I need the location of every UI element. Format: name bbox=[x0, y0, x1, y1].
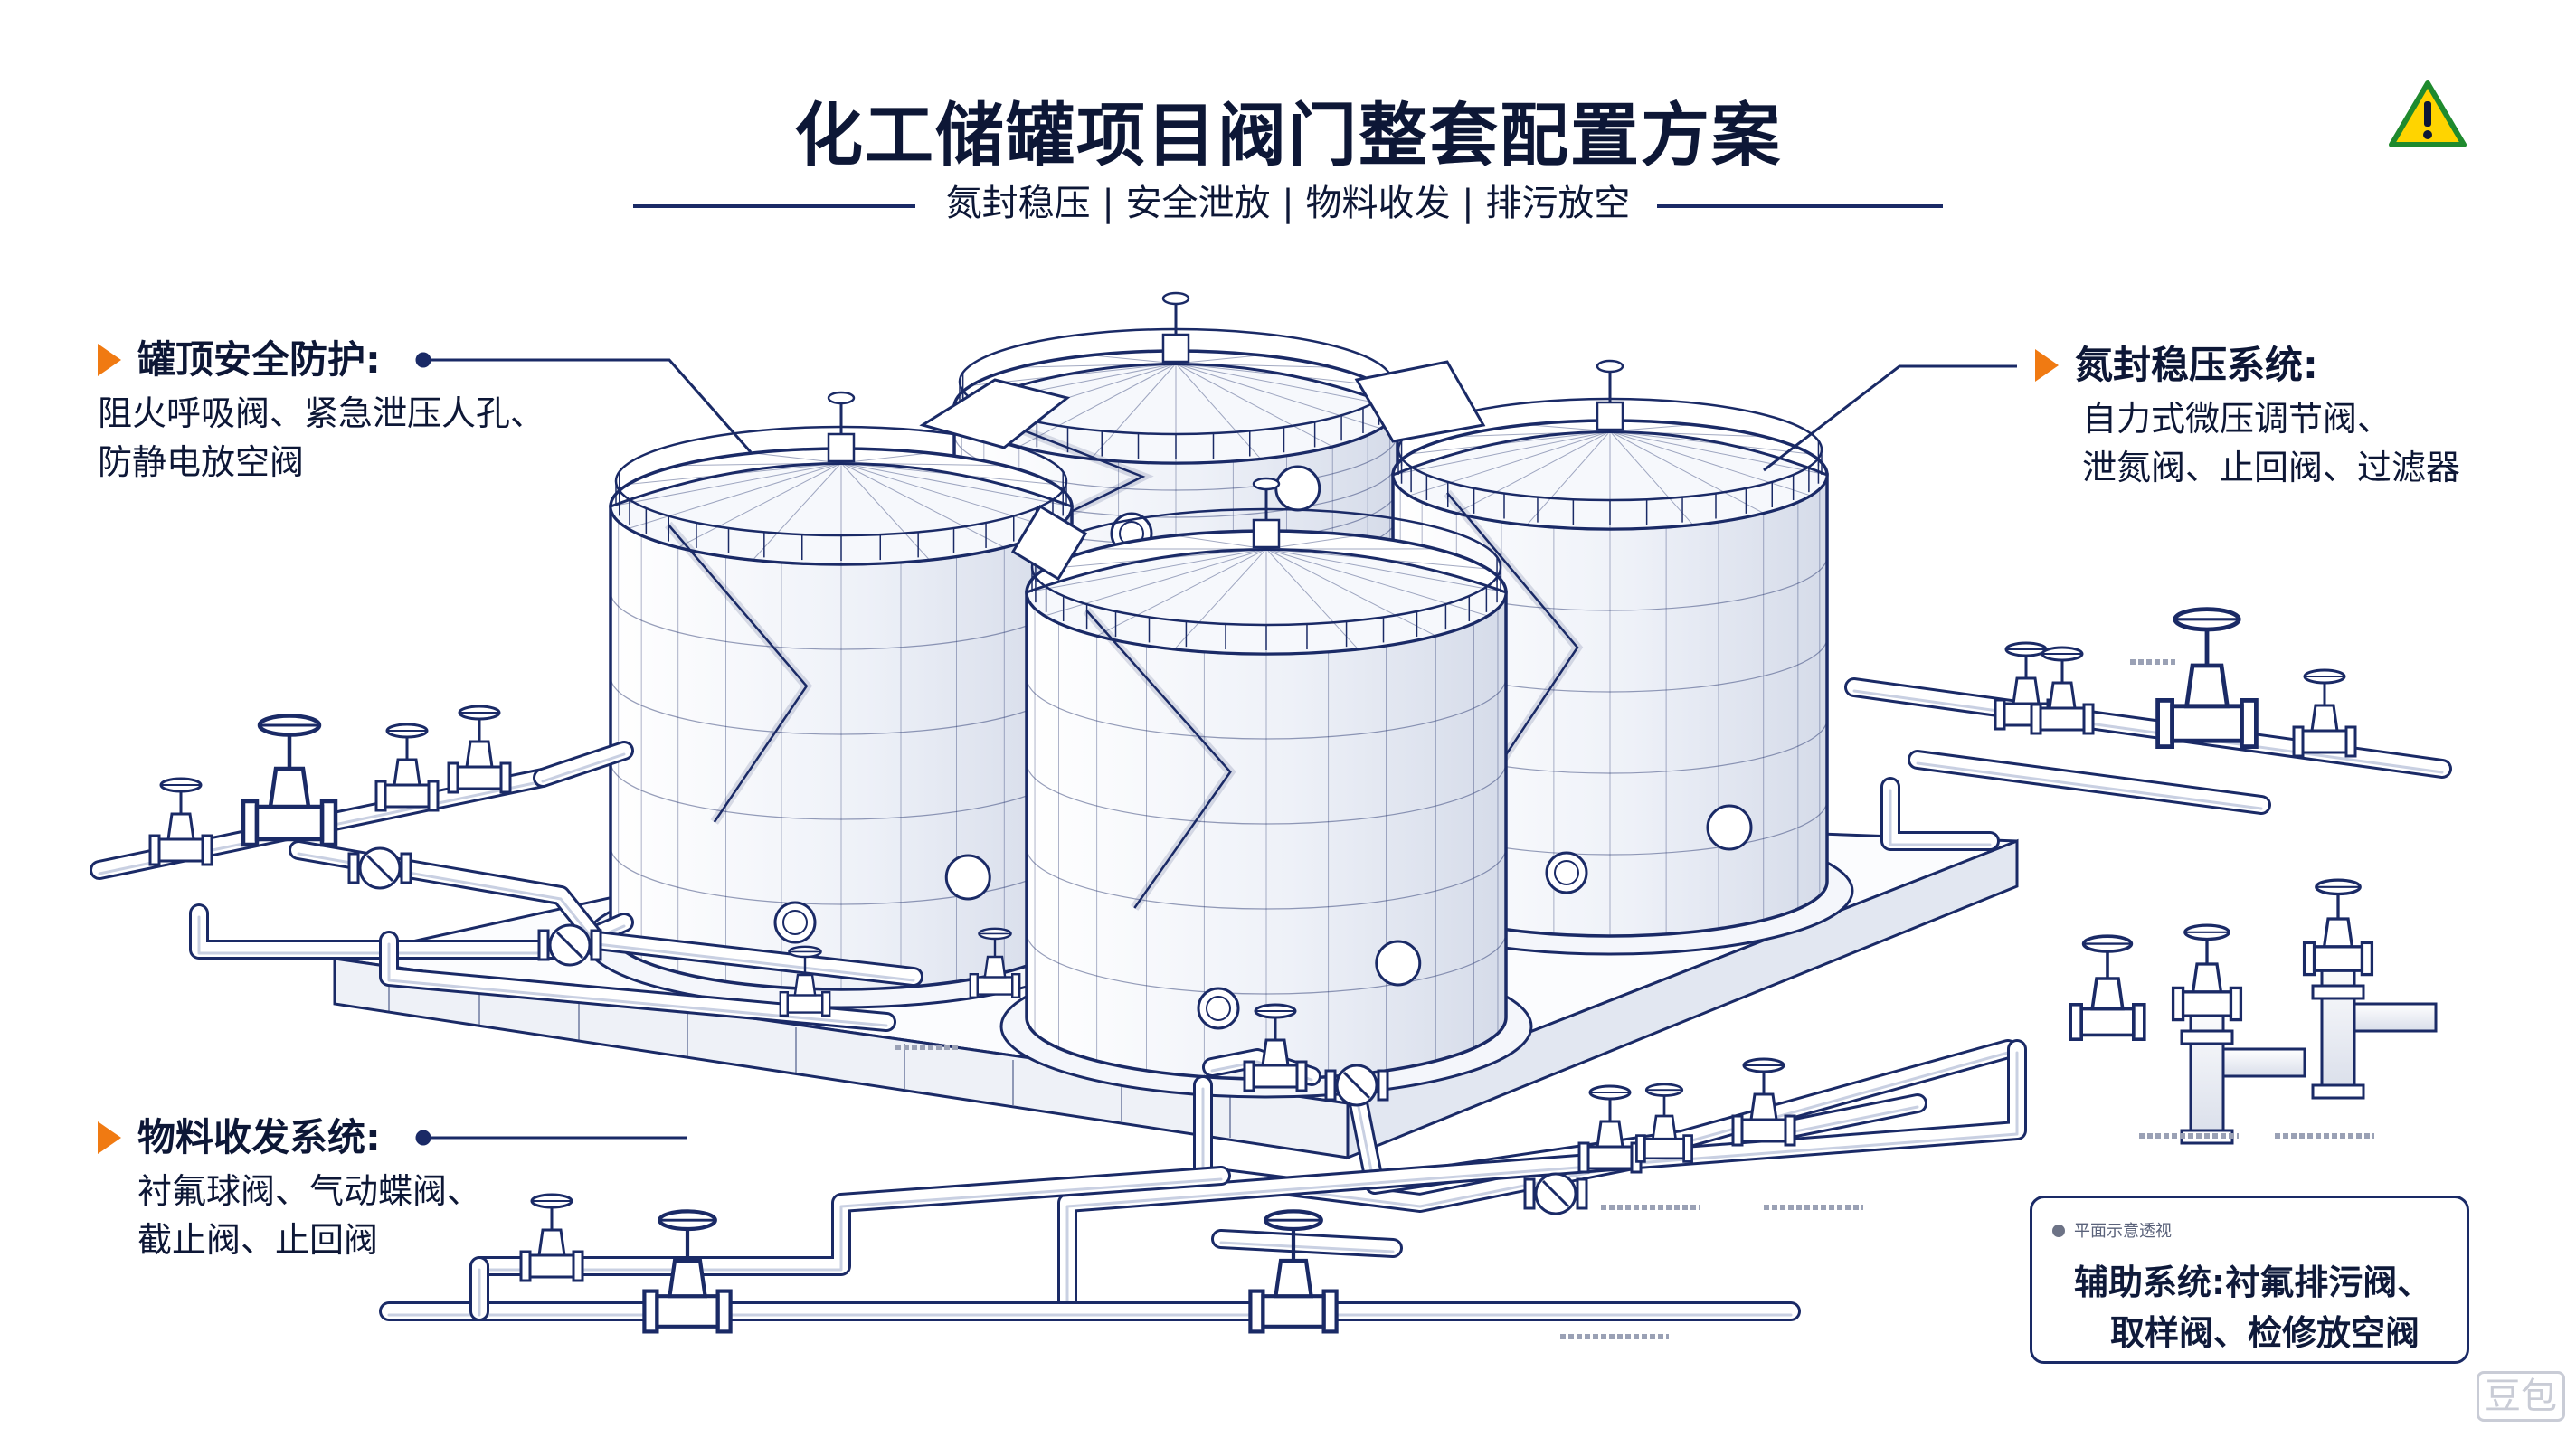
callout-line: 衬氟球阀、气动蝶阀、 bbox=[137, 1171, 482, 1211]
gate-valve-icon bbox=[374, 723, 440, 812]
butterfly-valve-icon bbox=[1324, 1064, 1389, 1107]
warning-icon bbox=[2389, 80, 2467, 147]
gate-valve-icon bbox=[2171, 923, 2243, 1022]
gate-valve-icon bbox=[1635, 1083, 1693, 1163]
callout-title: 物料收发系统: bbox=[137, 1115, 381, 1159]
storage-tanks bbox=[583, 291, 1854, 1099]
callout-line: 泄氮阀、止回阀、过滤器 bbox=[2082, 448, 2461, 487]
gate-valve-icon bbox=[148, 777, 213, 866]
gate-valve-icon bbox=[519, 1193, 584, 1282]
gate-valve-icon bbox=[779, 945, 831, 1017]
callout-line: 防静电放空阀 bbox=[98, 442, 305, 482]
gate-valve-icon bbox=[2155, 607, 2259, 750]
gate-valve-icon bbox=[2030, 646, 2095, 735]
aux-caption: 平面示意透视 bbox=[2052, 1218, 2172, 1242]
butterfly-valve-icon bbox=[1523, 1172, 1588, 1215]
orange-arrow-icon bbox=[98, 1121, 121, 1154]
vertical-valve-assembly bbox=[2171, 923, 2306, 1145]
valve-set bbox=[148, 607, 2357, 1334]
gate-valve-icon bbox=[642, 1209, 733, 1334]
callout-title: 罐顶安全防护: bbox=[137, 337, 381, 382]
subtitle-rule-left bbox=[633, 204, 915, 208]
page-title: 化工储罐项目阀门整套配置方案 bbox=[794, 95, 1782, 175]
callout-nitrogen-system: 氮封稳压系统: 自力式微压调节阀、 泄氮阀、止回阀、过滤器 bbox=[2035, 340, 2460, 492]
callout-title: 氮封稳压系统: bbox=[2075, 343, 2318, 387]
aux-line: 取样阀、检修放空阀 bbox=[2110, 1313, 2420, 1353]
callout-line: 自力式微压调节阀、 bbox=[2082, 399, 2392, 439]
storage-tank bbox=[583, 391, 1099, 1009]
callout-line: 阻火呼吸阀、紧急泄压人孔、 bbox=[98, 393, 545, 433]
roof-walkways bbox=[919, 360, 1486, 582]
orange-arrow-icon bbox=[98, 344, 121, 376]
orange-arrow-icon bbox=[2035, 349, 2059, 382]
subtitle-rule-right bbox=[1657, 204, 1943, 208]
gate-valve-icon bbox=[1248, 1209, 1339, 1334]
callout-material-system: 物料收发系统: 衬氟球阀、气动蝶阀、 截止阀、止回阀 bbox=[98, 1112, 481, 1264]
gate-valve-icon bbox=[969, 927, 1021, 999]
subtitle: 氮封稳压 | 安全泄放 | 物料收发 | 排污放空 bbox=[945, 183, 1631, 224]
callout-roof-safety: 罐顶安全防护: 阻火呼吸阀、紧急泄压人孔、 防静电放空阀 bbox=[98, 335, 545, 487]
gate-valve-icon bbox=[241, 714, 338, 847]
gate-valve-icon bbox=[447, 705, 512, 794]
callout-line: 截止阀、止回阀 bbox=[137, 1220, 379, 1260]
gate-valve-icon bbox=[2292, 668, 2357, 758]
gate-valve-icon bbox=[2069, 934, 2146, 1042]
watermark-logo: 豆包 bbox=[2477, 1371, 2565, 1422]
butterfly-valve-icon bbox=[347, 846, 412, 890]
subtitle-row: 氮封稳压 | 安全泄放 | 物料收发 | 排污放空 bbox=[0, 174, 2576, 228]
callout-leaders bbox=[415, 352, 2017, 1146]
gate-valve-icon bbox=[1577, 1084, 1643, 1174]
gate-valve-icon bbox=[1731, 1057, 1796, 1147]
standalone-valve-assemblies bbox=[2171, 878, 2438, 1145]
aux-line: 辅助系统:衬氟排污阀、 bbox=[2074, 1263, 2432, 1302]
gate-valve-icon bbox=[2302, 878, 2374, 977]
butterfly-valve-icon bbox=[537, 923, 602, 967]
aux-system-box: 平面示意透视 辅助系统:衬氟排污阀、 取样阀、检修放空阀 bbox=[2030, 1196, 2469, 1364]
gate-valve-icon bbox=[1243, 1003, 1308, 1092]
storage-tank bbox=[999, 477, 1533, 1099]
vertical-valve-assembly bbox=[2302, 878, 2438, 1100]
